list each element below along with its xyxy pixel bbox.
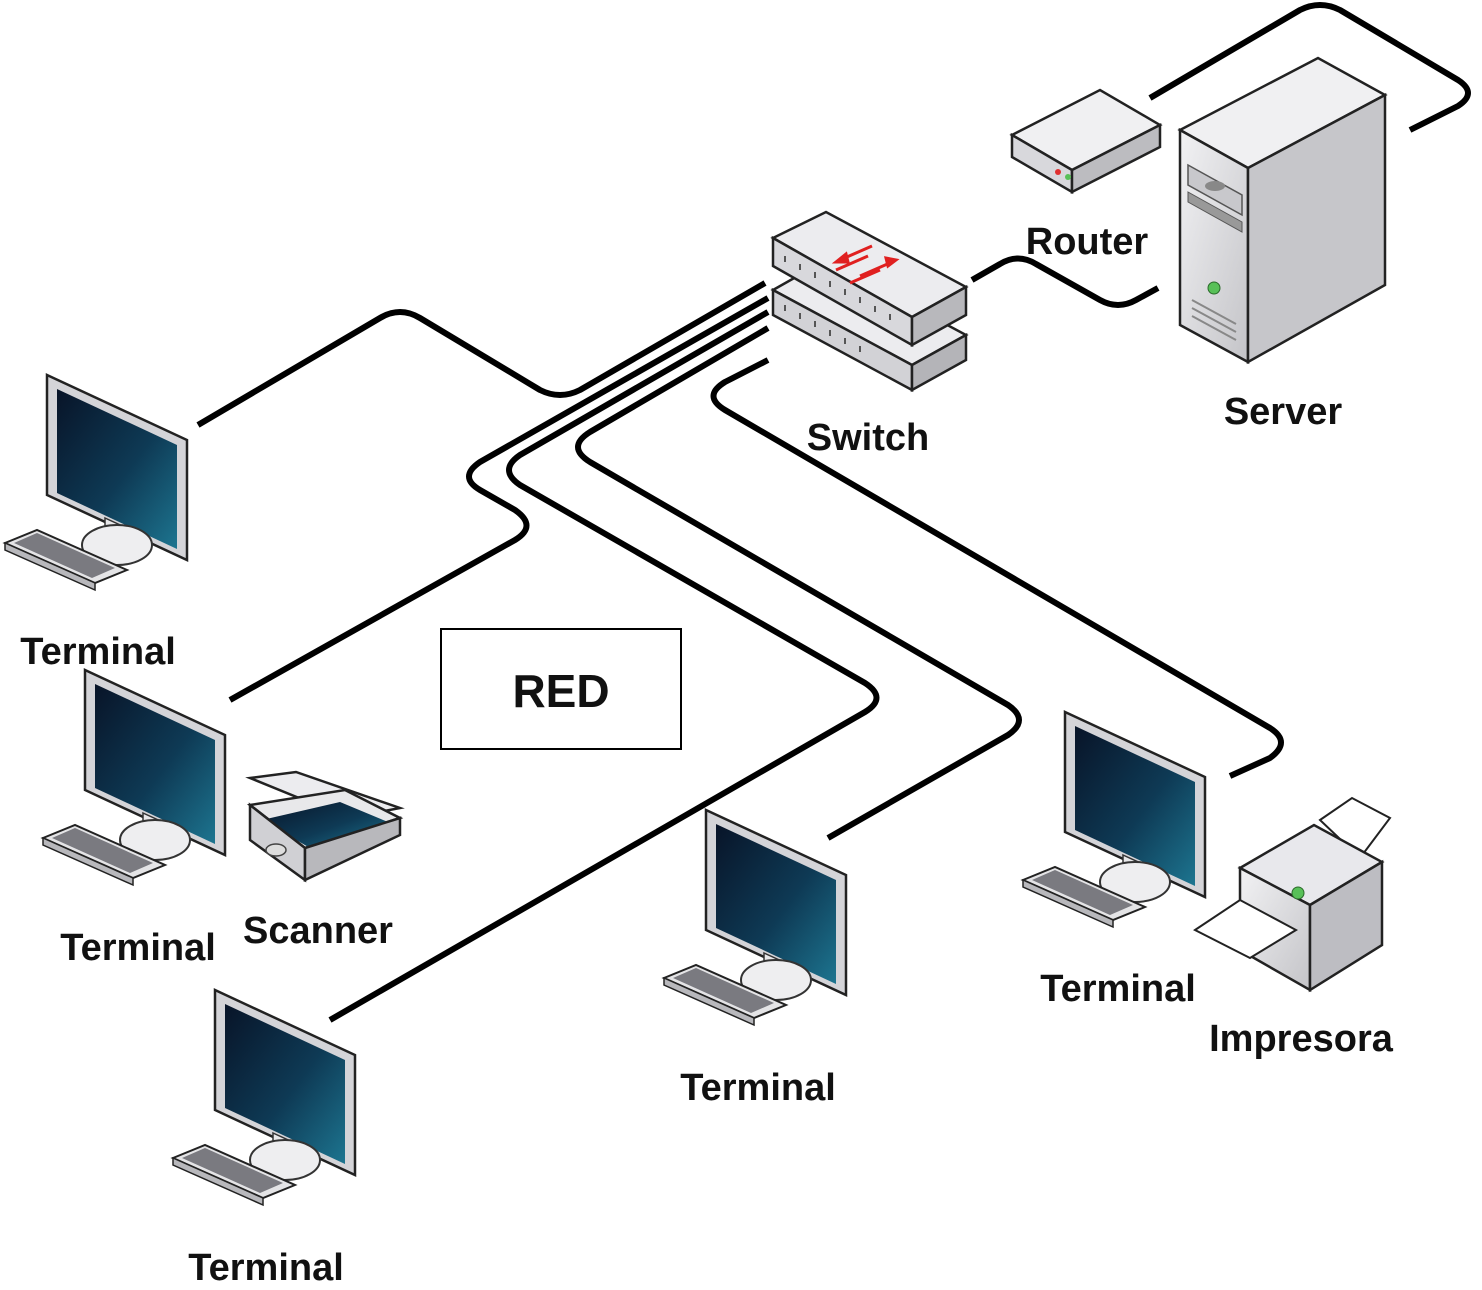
cable-router-server [1148,2,1471,133]
cables [196,2,1471,1023]
cable-switch-terminal-2 [228,295,770,703]
terminal-5-label: Terminal [1040,968,1196,1010]
router-icon [1009,88,1163,195]
printer-icon [1193,796,1392,993]
terminal-2-icon [41,668,227,887]
router-label: Router [1026,221,1149,263]
terminal-4-icon [662,808,848,1027]
diagram-title: RED [512,665,609,717]
cable-switch-printer [710,357,1284,779]
title-box [440,628,682,750]
terminal-4-label: Terminal [680,1067,836,1109]
cable-switch-terminal-3 [328,309,880,1023]
flatbed-scanner-icon [245,770,405,883]
terminal-1-label: Terminal [20,631,176,673]
cable-switch-terminal-1 [196,280,767,428]
terminal-5-icon [1021,710,1207,929]
printer-label: Impresora [1209,1018,1394,1060]
cable-switch-server [970,255,1160,308]
switch-label: Switch [807,417,929,459]
cable-switch-terminal-4 [575,325,1022,841]
terminal-3-icon [171,988,357,1207]
terminal-2-label: Terminal [60,927,216,969]
terminal-3-label: Terminal [188,1247,344,1289]
network-switch-icon [770,210,969,393]
terminal-1-icon [3,373,189,592]
server-tower-icon [1177,56,1388,365]
scanner-label: Scanner [243,910,393,952]
server-label: Server [1224,391,1343,433]
